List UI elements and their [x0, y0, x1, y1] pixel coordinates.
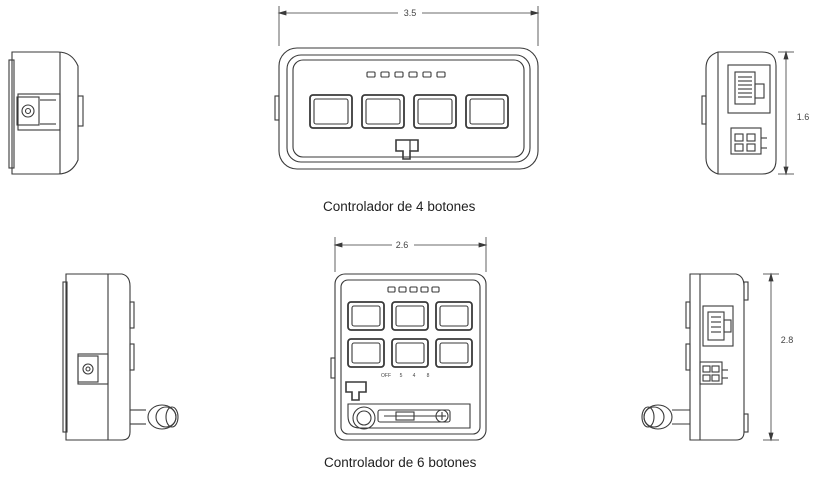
six-button-height-dimension	[763, 272, 779, 442]
four-button-caption: Controlador de 4 botones	[323, 199, 476, 214]
four-button-width-label: 3.5	[404, 8, 417, 18]
four-button-height-dimension	[778, 50, 794, 176]
six-button-label-5: 5	[400, 373, 403, 379]
six-button-caption: Controlador de 6 botones	[324, 455, 477, 470]
six-button-left-side-view	[62, 273, 179, 441]
six-button-right-side-view	[641, 273, 749, 441]
six-button-width-label: 2.6	[396, 240, 409, 250]
logo-icon	[345, 381, 367, 401]
logo-icon	[395, 139, 419, 160]
six-button-label-off: OFF	[381, 373, 391, 379]
four-button-height-label: 1.6	[797, 112, 810, 122]
four-button-width-dimension	[277, 6, 540, 46]
four-button-right-side-view	[701, 51, 777, 175]
four-button-left-side-view	[8, 51, 84, 175]
six-button-height-label: 2.8	[781, 335, 794, 345]
four-button-front-view	[274, 47, 539, 170]
six-button-front-view	[330, 273, 487, 441]
six-button-width-dimension	[333, 237, 488, 272]
six-button-label-8: 8	[427, 373, 430, 379]
six-button-label-4: 4	[413, 373, 416, 379]
